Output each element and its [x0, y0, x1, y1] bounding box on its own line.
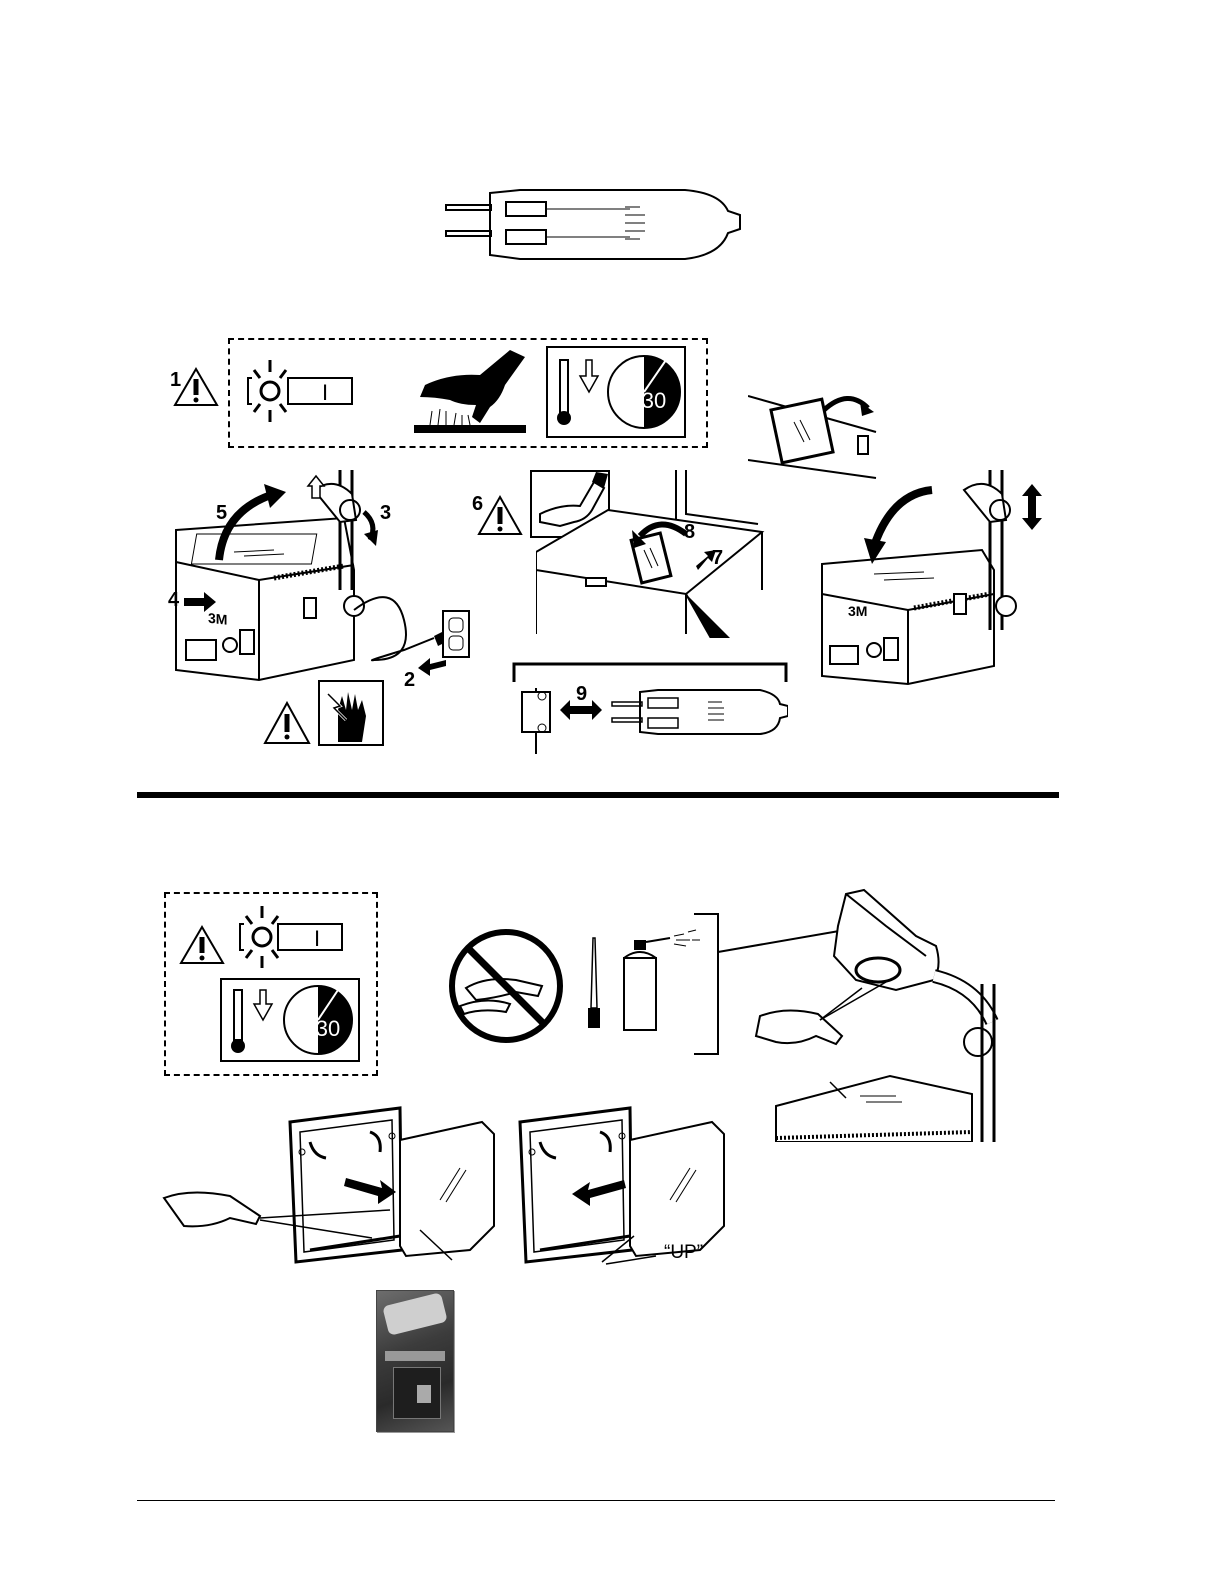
- step-3-label: 3: [380, 503, 391, 523]
- cleaning-power-switch-off-icon: [232, 900, 350, 972]
- power-switch-off-icon: [240, 350, 360, 430]
- warning-triangle-icon-2: [262, 700, 312, 746]
- step-6-label: 6: [472, 494, 483, 514]
- cooldown-timer-icon: 30: [546, 346, 686, 438]
- projector-brand-text: 3M: [208, 610, 227, 628]
- footer-rule: [137, 1500, 1055, 1501]
- cleaning-cooldown-minutes-text: 30: [316, 1016, 340, 1041]
- wall-outlet-icon: [442, 610, 470, 658]
- warning-triangle-icon: [172, 366, 220, 408]
- projector-right-illustration: 3M: [814, 470, 1054, 690]
- projector-head-cleaning-illustration: [746, 886, 1008, 1142]
- cleaning-switch-on-symbol: I: [314, 926, 320, 952]
- step-8-label: 8: [684, 522, 695, 542]
- step-6-warning-triangle-icon: [476, 494, 524, 538]
- step-7-label: 7: [712, 548, 723, 568]
- cleaning-cloth-package-photo: [376, 1290, 454, 1432]
- step-4-label: 4: [168, 590, 179, 610]
- projector-left-illustration: 3M: [164, 470, 484, 690]
- up-orientation-label: “UP”: [664, 1243, 703, 1262]
- section-divider: [137, 792, 1059, 798]
- lamp-door-open-detail: [748, 382, 878, 480]
- electric-shock-hand-icon: [318, 680, 384, 746]
- halogen-lamp-illustration: [440, 185, 750, 265]
- cleaning-brush-icon: [584, 936, 604, 1032]
- switch-on-symbol: I: [322, 380, 328, 406]
- hot-surface-hand-icon: [410, 345, 530, 435]
- step-9-label: 9: [576, 684, 587, 704]
- fresnel-lens-reinstall-illustration: [516, 1100, 756, 1270]
- cleaning-warning-triangle-icon: [178, 924, 226, 966]
- projector-brand-text-2: 3M: [848, 603, 867, 619]
- no-wiping-prohibition-icon: [446, 926, 566, 1046]
- step-2-label: 2: [404, 670, 415, 690]
- step-5-label: 5: [216, 503, 227, 523]
- cooldown-minutes-text: 30: [642, 388, 666, 413]
- lamp-socket-bracket: [512, 658, 788, 754]
- cleaning-cooldown-timer-icon: 30: [220, 978, 360, 1062]
- fresnel-lens-removal-illustration: [160, 1100, 500, 1270]
- projector-lamp-compartment-illustration: [536, 470, 766, 638]
